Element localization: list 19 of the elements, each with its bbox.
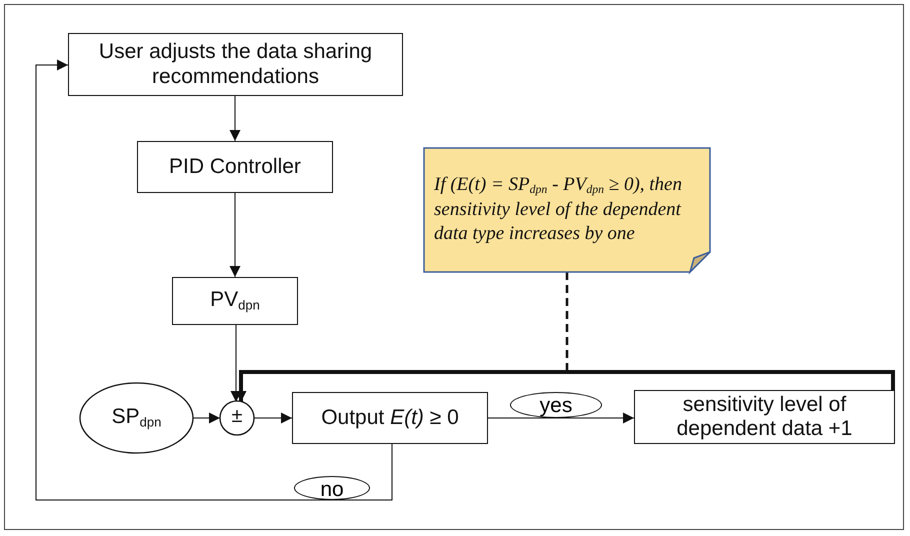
- arrow: [488, 412, 634, 424]
- process-box: PV$_{dpn}$: [172, 277, 298, 325]
- summing-junction: ±: [220, 401, 254, 435]
- edge-label: no: [294, 476, 370, 500]
- process-box: User adjusts the data sharing recommendations: [68, 33, 403, 96]
- leader-line: [566, 272, 568, 370]
- edge-label: yes: [510, 392, 602, 418]
- process-box: Output E(t) ≥ 0: [292, 392, 488, 444]
- process-box: PID Controller: [137, 141, 333, 193]
- arrow: [236, 370, 895, 402]
- arrow: [230, 192, 240, 278]
- arrow: [230, 96, 240, 142]
- arrow: [192, 412, 220, 424]
- start-ellipse: SP$_{dpn}$: [80, 383, 193, 453]
- arrow: [254, 412, 292, 424]
- arrow: [230, 324, 242, 402]
- note-card: If (E(t) = SP$_{dpn}$ - PV$_{dpn}$ ≥ 0), then sensitivity level of the dependent data type increases by one: [424, 148, 710, 272]
- process-box: sensitivity level of dependent data +1: [634, 390, 895, 444]
- arrow: [36, 60, 392, 500]
